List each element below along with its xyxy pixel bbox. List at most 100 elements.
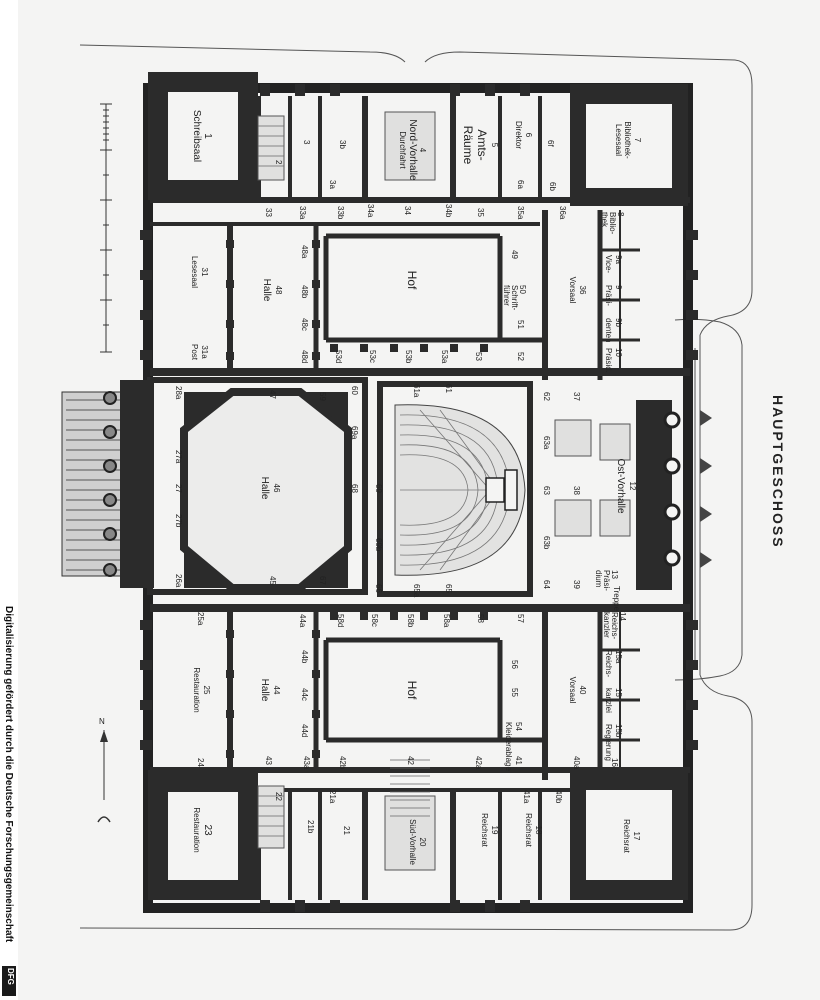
room-35: 35 bbox=[476, 208, 485, 217]
room-46-name: Halle bbox=[259, 477, 270, 500]
column-44c: 44c bbox=[300, 688, 309, 701]
room-26a: 26a bbox=[174, 574, 183, 588]
column-48a: 48a bbox=[300, 245, 309, 259]
scale-bar bbox=[100, 103, 112, 353]
room-13-line1: Präsi- bbox=[602, 570, 611, 591]
room-31-number: 31 bbox=[200, 268, 209, 277]
room-47: 47 bbox=[268, 390, 277, 399]
room-54-number: 54 bbox=[514, 722, 523, 731]
room-53c: 53c bbox=[368, 350, 377, 363]
room-50-line2: führer bbox=[502, 285, 511, 306]
room-40-name: Vorsaal bbox=[568, 677, 577, 704]
room-9-line1: Vice- bbox=[604, 255, 613, 273]
room-40-number: 40 bbox=[578, 686, 587, 695]
room-15-line2: kanzlei bbox=[604, 688, 613, 713]
room-17-name: Reichsrat bbox=[622, 819, 631, 854]
room-6-number: 6 bbox=[524, 133, 533, 138]
room-50-number: 50 bbox=[518, 285, 527, 294]
room-8-line2: thek bbox=[600, 212, 609, 228]
room-28a: 28a bbox=[174, 386, 183, 400]
room-5-line2: Räume bbox=[461, 126, 475, 165]
room-17-number: 17 bbox=[632, 832, 641, 841]
room-15b: 15b bbox=[614, 724, 623, 738]
room-50-line1: Schrift- bbox=[510, 285, 519, 311]
room-60: 60 bbox=[350, 386, 359, 395]
room-41a: 41a bbox=[522, 790, 531, 804]
room-42b: 42b bbox=[338, 756, 347, 770]
room-12-name: Ost-Vorhalle bbox=[615, 458, 626, 513]
room-55: 55 bbox=[510, 688, 519, 697]
column-48c: 48c bbox=[300, 318, 309, 331]
room-39: 39 bbox=[572, 580, 581, 589]
room-20-name: Süd-Vorhalle bbox=[408, 819, 417, 865]
room-4-name: Nord-Vorhalle bbox=[407, 119, 418, 181]
room-9-line3: denten bbox=[604, 318, 613, 342]
room-18-name: Reichsrat bbox=[524, 813, 533, 848]
room-58c: 58c bbox=[370, 614, 379, 627]
room-58b: 58b bbox=[406, 614, 415, 628]
room-43: 43 bbox=[264, 756, 273, 765]
room-24: 24 bbox=[196, 758, 205, 767]
room-42: 42 bbox=[406, 756, 415, 765]
room-27: 27 bbox=[174, 484, 183, 493]
room-5-number: 5 bbox=[490, 143, 499, 148]
room-33b: 33b bbox=[336, 206, 345, 220]
room-8-number: 8 bbox=[616, 212, 625, 217]
courtyard-south: Hof bbox=[405, 681, 419, 700]
room-21a: 21a bbox=[328, 790, 337, 804]
room-61a: 61a bbox=[412, 384, 421, 398]
room-40a: 40a bbox=[572, 756, 581, 770]
room-6b: 6b bbox=[548, 182, 557, 191]
room-51: 51 bbox=[516, 320, 525, 329]
room-4-sub: Durchfahrt bbox=[398, 131, 407, 169]
room-9: 9 bbox=[614, 285, 623, 290]
room-69: 69 bbox=[374, 484, 383, 493]
room-3b: 3b bbox=[338, 140, 347, 149]
compass-rose: N bbox=[97, 717, 111, 823]
room-41: 41 bbox=[514, 756, 523, 765]
room-40b: 40b bbox=[554, 790, 563, 804]
room-8-line1: Biblio- bbox=[608, 212, 617, 235]
room-14-number: 14 bbox=[618, 612, 627, 621]
room-33: 33 bbox=[264, 208, 273, 217]
room-27a: 27a bbox=[174, 450, 183, 464]
column-48b: 48b bbox=[300, 285, 309, 299]
room-65: 65 bbox=[444, 584, 453, 593]
room-15-line3: Regierung bbox=[604, 724, 613, 761]
room-57: 57 bbox=[516, 614, 525, 623]
room-9a: 9a bbox=[614, 255, 623, 264]
room-13-number: 13 bbox=[610, 570, 619, 579]
room-49: 49 bbox=[510, 250, 519, 259]
room-65a: 65a bbox=[412, 584, 421, 598]
room-42a: 42a bbox=[474, 756, 483, 770]
room-5-line1: Amts- bbox=[475, 129, 489, 160]
room-34b: 34b bbox=[444, 204, 453, 218]
room-labels: 1 Schreibsaal 2 3 3b 3a 4 Nord-Vorhalle … bbox=[174, 110, 642, 866]
stair-treads bbox=[258, 125, 430, 837]
dfg-logo: DFG bbox=[2, 966, 16, 996]
room-66: 66 bbox=[374, 584, 383, 593]
room-34a: 34a bbox=[366, 204, 375, 218]
central-hall-walls bbox=[147, 377, 368, 595]
room-58: 58 bbox=[476, 614, 485, 623]
room-27b: 27b bbox=[174, 514, 183, 528]
room-63a: 63a bbox=[542, 436, 551, 450]
room-4-number: 4 bbox=[418, 148, 427, 153]
room-33a: 33a bbox=[298, 206, 307, 220]
room-67: 67 bbox=[318, 576, 327, 585]
room-58d: 58d bbox=[336, 614, 345, 627]
room-19-name: Reichsrat bbox=[480, 813, 489, 848]
room-31-name: Lesesaal bbox=[190, 256, 199, 288]
staircase-label: Treppe bbox=[612, 586, 621, 612]
room-3a: 3a bbox=[328, 180, 337, 189]
room-53a: 53a bbox=[440, 350, 449, 364]
plenary-chamber bbox=[377, 381, 533, 597]
room-15: 15 bbox=[614, 688, 623, 697]
room-23-number: 23 bbox=[202, 824, 213, 836]
room-59: 59 bbox=[318, 392, 327, 401]
room-7-line1: Bibliothek- bbox=[623, 121, 632, 159]
room-58a: 58a bbox=[442, 614, 451, 628]
room-15a: 15a bbox=[614, 650, 623, 664]
room-54-name: Kleiderablage bbox=[504, 722, 513, 771]
